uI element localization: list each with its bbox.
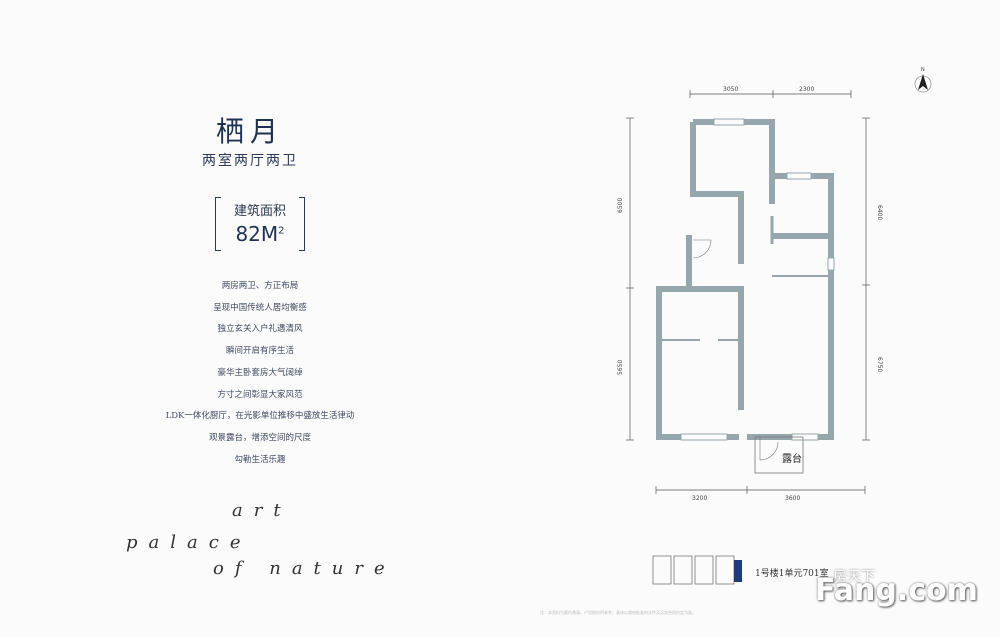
terrace-label: 露台 [782,452,802,465]
watermark-logo: Fang.com [815,573,978,608]
area-label: 建筑面积 [233,204,286,219]
dim-bottom-left: 3200 [692,495,707,502]
compass-icon [914,74,932,93]
feature-item: 瞬间开启有序生活 [225,346,294,357]
terrace [754,436,804,474]
feature-list: 两房两卫、方正布局 呈现中国传统人居均衡感 独立玄关入户礼遇清风 瞬间开启有序生… [160,276,360,471]
feature-item: 勾勒生活乐趣 [234,454,286,465]
dim-right-upper: 6400 [876,205,883,220]
key-plan-highlight [734,560,742,582]
dim-bottom-right: 3600 [785,495,800,502]
feature-item: 豪华主卧套房大气阔绰 [217,367,303,378]
feature-item: 观景露台，增添空间的尺度 [208,432,311,443]
key-plan-icon [652,555,735,585]
feature-item: 两房两卫、方正布局 [221,281,299,291]
tagline-palace: palace [126,532,252,553]
feature-item: 呈现中国传统人居均衡感 [213,302,307,313]
watermark-sub: 房天下 [833,569,875,585]
footnote: 注：本资料为要约邀请，户型图仅供参考，具体以政府批准的文件及买卖合同约定为准。 [540,610,696,615]
dim-top-right: 2300 [799,86,814,93]
dim-right-lower: 6750 [876,357,883,372]
feature-item: 方寸之间彰显大家风范 [217,389,303,400]
feature-item: LDK一体化厨厅，在光影单位推移中盛放生活律动 [165,411,355,422]
area-value: 82M2 [235,222,285,246]
unit-name: 栖月 [215,115,284,148]
floor-label: 1号楼1单元701室 [755,569,829,579]
compass-label: N [921,67,925,73]
unit-layout: 两室两厅两卫 [202,153,298,169]
tagline-art: art [232,500,292,521]
dim-left-upper: 6500 [617,198,624,213]
dim-top-left: 3050 [723,86,738,93]
feature-item: 独立玄关入户礼遇清风 [217,324,303,335]
area-frame [215,197,305,251]
tagline-of-nature: of nature [213,558,396,579]
walls [656,119,834,440]
dim-left-lower: 5650 [617,360,624,375]
